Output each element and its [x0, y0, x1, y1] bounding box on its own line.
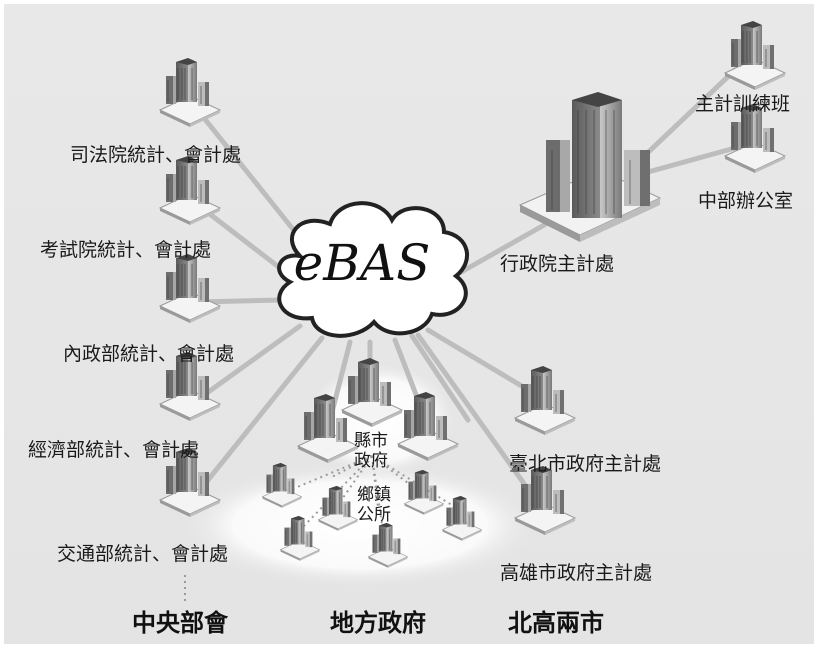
label-interior: 內政部統計、會計處 — [63, 343, 235, 365]
ebas-label: eBAS — [293, 234, 431, 292]
category-central: 中央部會 — [132, 609, 228, 637]
ebas-cloud — [277, 201, 469, 338]
label-transport: 交通部統計、會計處 — [57, 543, 229, 565]
label-central-office: 中部辦公室 — [698, 190, 794, 212]
label-judicial: 司法院統計、會計處 — [70, 144, 242, 166]
label-taipei: 臺北市政府主計處 — [509, 453, 662, 475]
label-training: 主計訓練班 — [695, 93, 791, 115]
label-executive-yuan: 行政院主計處 — [500, 253, 615, 275]
label-township: 鄉鎮 公所 — [357, 485, 391, 525]
label-economic: 經濟部統計、會計處 — [28, 439, 200, 461]
label-kaohsiung: 高雄市政府主計處 — [500, 562, 653, 584]
label-county: 縣市 政府 — [354, 431, 388, 471]
label-examination: 考試院統計、會計處 — [40, 239, 212, 261]
category-cities: 北高兩市 — [508, 609, 604, 637]
category-local: 地方政府 — [330, 609, 426, 637]
building-executive-yuan — [518, 92, 662, 242]
connection-lines — [193, 67, 738, 509]
